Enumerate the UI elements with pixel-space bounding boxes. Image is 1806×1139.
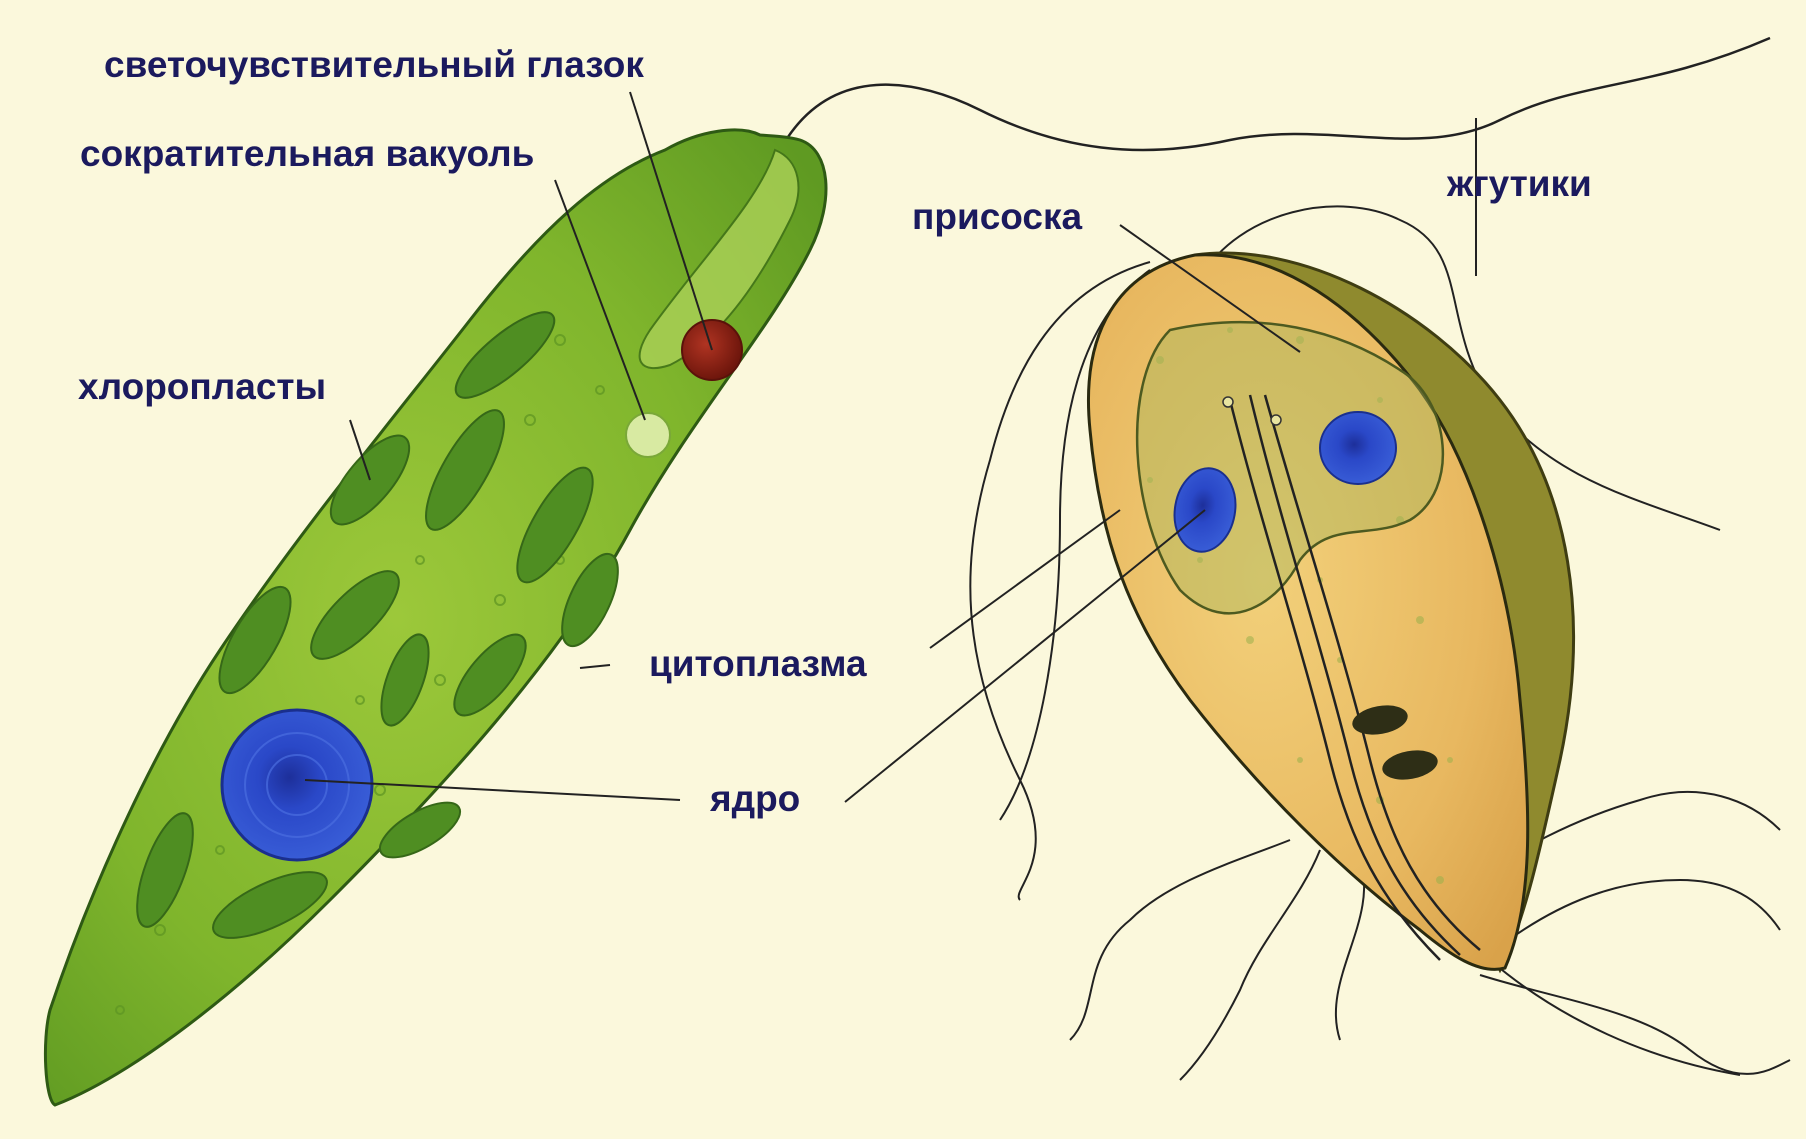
euglena-flagellum <box>780 38 1770 150</box>
pointer-cytoplasm-lamblia <box>930 510 1120 648</box>
lamblia-cell <box>970 206 1790 1080</box>
lamblia-nucleus-right <box>1320 412 1396 484</box>
euglena-nucleus <box>222 710 372 860</box>
label-eyespot: светочувствительный глазок <box>104 46 644 83</box>
label-sucker: присоска <box>912 198 1082 235</box>
label-contractile-vacuole: сократительная вакуоль <box>80 135 534 172</box>
label-nucleus: ядро <box>710 780 800 817</box>
pointer-nucleus-lamblia <box>845 510 1205 802</box>
lamblia-basal-body <box>1223 397 1233 407</box>
lamblia-basal-body <box>1271 415 1281 425</box>
euglena-contractile-vacuole <box>626 413 670 457</box>
pointer-cytoplasm <box>580 665 610 668</box>
label-cytoplasm: цитоплазма <box>649 645 867 682</box>
label-chloroplasts: хлоропласты <box>78 368 326 405</box>
label-flagella: жгутики <box>1447 165 1592 202</box>
